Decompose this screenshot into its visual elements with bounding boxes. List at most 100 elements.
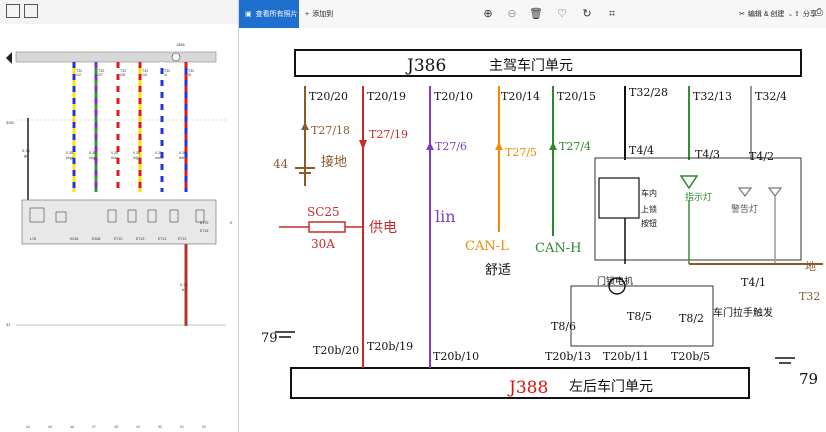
indicator-label: 指示灯 <box>685 191 712 203</box>
svg-text:48: 48 <box>114 425 118 429</box>
ground-symbol-icon <box>171 52 181 62</box>
door-lock-box <box>570 285 714 347</box>
svg-text:0.35: 0.35 <box>89 151 96 155</box>
pin-label: T20/14 <box>501 90 540 103</box>
top-unit-box <box>294 49 802 77</box>
svg-text:3/30: 3/30 <box>6 120 15 125</box>
print-icon[interactable]: ⎙ <box>815 7 823 18</box>
bottom-unit-name: 左后车门单元 <box>569 378 653 395</box>
svg-text:K236: K236 <box>70 237 78 241</box>
svg-text:44: 44 <box>26 425 30 429</box>
svg-text:/5: /5 <box>188 73 191 77</box>
svg-text:E308: E308 <box>92 237 100 241</box>
comfort-label: 舒适 <box>485 263 511 278</box>
svg-text:0.35: 0.35 <box>111 151 118 155</box>
left-toolbar <box>0 0 238 24</box>
pin-label: T27/4 <box>559 140 591 153</box>
pin-label: T4/1 <box>741 276 766 289</box>
pin-label: T20/19 <box>367 90 406 103</box>
pin-label: T32/28 <box>629 86 668 99</box>
crop-icon[interactable]: ⌗ <box>608 8 616 20</box>
svg-text:rt/ge: rt/ge <box>133 156 140 160</box>
add-to-button[interactable]: + 添加到 <box>305 0 333 28</box>
zoom-out-icon[interactable]: ⊖ <box>507 8 517 20</box>
svg-text:T32: T32 <box>164 69 170 73</box>
svg-text:51: 51 <box>180 425 184 429</box>
pin-label: T27/5 <box>505 146 537 159</box>
chevron-down-icon: ⌄ <box>787 11 794 18</box>
svg-text:L78: L78 <box>30 237 36 241</box>
rotate-icon[interactable]: ↻ <box>582 8 592 20</box>
pin-label: T32/13 <box>693 90 732 103</box>
svg-text:rt/ws: rt/ws <box>111 156 119 160</box>
edit-create-label: 编辑 & 创建 <box>747 11 785 18</box>
pin-label: T27/19 <box>369 128 408 141</box>
pin-label: T8/2 <box>679 312 704 325</box>
svg-text:E715: E715 <box>200 229 208 233</box>
svg-text:vi/gn: vi/gn <box>89 156 97 160</box>
pin-label: T20b/13 <box>545 350 591 363</box>
svg-text:上锁: 上锁 <box>641 204 657 214</box>
bottom-unit-code: J388 <box>507 378 548 398</box>
favorite-heart-icon[interactable]: ♡ <box>557 8 567 20</box>
svg-text:T32: T32 <box>76 69 82 73</box>
save-icon[interactable] <box>6 4 20 18</box>
svg-text:E710: E710 <box>114 237 122 241</box>
svg-text:/27: /27 <box>98 73 103 77</box>
pin-label: T4/2 <box>749 150 774 163</box>
pin-label: T20b/5 <box>671 350 710 363</box>
svg-text:0.35: 0.35 <box>180 282 189 287</box>
svg-text:/13: /13 <box>142 73 147 77</box>
svg-text:47: 47 <box>92 425 96 429</box>
svg-text:bl/ge: bl/ge <box>66 156 74 160</box>
plus-icon: + <box>305 10 310 18</box>
viewer-toolbar: ▣ 查看所有照片 + 添加到 ⊕ ⊖ 🗑 ♡ ↻ ⌗ ✂ 编辑 & 创建 ⌄ ⇪… <box>239 0 826 28</box>
can-h-label: CAN-H <box>535 241 581 256</box>
svg-text:T32: T32 <box>98 69 104 73</box>
fit-icon[interactable] <box>24 4 38 18</box>
svg-text:T32: T32 <box>142 69 148 73</box>
pin-label: T20/15 <box>557 90 596 103</box>
svg-text:T32: T32 <box>120 69 126 73</box>
lin-label: lin <box>435 207 456 226</box>
t32-right-label: T32 <box>799 290 820 303</box>
ground-79-right: 79 <box>799 370 818 388</box>
photos-icon: ▣ <box>245 11 252 18</box>
pin-label: T20b/19 <box>367 340 413 353</box>
svg-text:49: 49 <box>136 425 140 429</box>
photos-viewer-window: J386 主驾车门单元 J388 左后车门单元 T20/20 T20/19 T2… <box>238 0 826 432</box>
ground-79-left: 79 <box>261 331 278 346</box>
edit-icon: ✂ <box>739 11 745 18</box>
share-label: 分享 <box>802 11 817 18</box>
zoom-in-icon[interactable]: ⊕ <box>483 8 493 20</box>
door-component-box <box>594 157 802 261</box>
svg-text:br: br <box>182 287 186 292</box>
motor-icon <box>608 277 626 295</box>
svg-text:31: 31 <box>6 322 11 327</box>
svg-text:/4: /4 <box>164 73 167 77</box>
bottom-unit-box <box>290 367 750 399</box>
svg-text:0.35: 0.35 <box>155 151 162 155</box>
svg-text:E713: E713 <box>136 237 144 241</box>
pin-label: T27/18 <box>311 124 350 137</box>
share-button[interactable]: ⇪ 分享 <box>794 0 817 28</box>
indicator-led-icon <box>679 175 699 190</box>
handwritten-wiring-photo: J386 主驾车门单元 J388 左后车门单元 T20/20 T20/19 T2… <box>261 49 823 399</box>
diagram-top-label: J386 <box>176 42 185 47</box>
see-all-photos-button[interactable]: ▣ 查看所有照片 <box>239 0 299 28</box>
background-diagram-window: J386 0.35 gr 3/30 31 T32/12 T32/27 T32/2… <box>0 0 238 432</box>
svg-text:0.35: 0.35 <box>179 151 186 155</box>
svg-text:rt/bl: rt/bl <box>179 156 185 160</box>
edit-create-button[interactable]: ✂ 编辑 & 创建 ⌄ <box>739 0 793 28</box>
door-handle-label: 车门拉手触发 <box>713 306 773 319</box>
svg-text:52: 52 <box>202 425 206 429</box>
can-l-label: CAN-L <box>465 239 509 254</box>
see-all-photos-label: 查看所有照片 <box>255 11 298 18</box>
delete-icon[interactable]: 🗑 <box>529 8 543 20</box>
svg-text:/28: /28 <box>120 73 125 77</box>
pin-label: T27/6 <box>435 140 467 153</box>
ground-label: 接地 <box>321 154 347 170</box>
switch-module-box <box>21 199 217 245</box>
top-unit-name: 主驾车门单元 <box>489 57 573 74</box>
warning-led-icon <box>737 187 753 197</box>
